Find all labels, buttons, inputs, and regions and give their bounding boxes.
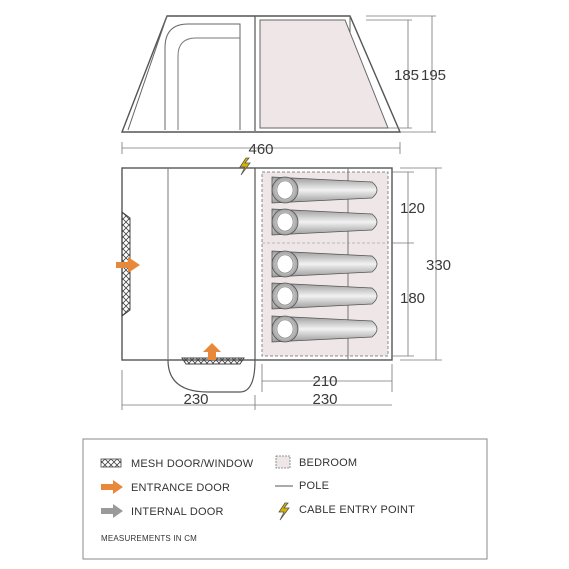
legend-cable-label: CABLE ENTRY POINT	[299, 504, 415, 516]
legend-note: MEASUREMENTS IN CM	[101, 534, 197, 543]
sleeping-bag	[271, 315, 378, 343]
width-dimensions	[392, 167, 442, 361]
sleeping-bag	[271, 208, 378, 236]
bedroom-side-panel	[259, 19, 389, 129]
cable-legend-icon	[278, 502, 290, 521]
side-door-outline	[164, 23, 241, 130]
side-elevation	[120, 15, 402, 133]
legend: MESH DOOR/WINDOW ENTRANCE DOOR INTERNAL …	[82, 438, 488, 560]
total-width-label: 330	[426, 257, 451, 274]
bedroom-bottom-width-label: 180	[400, 290, 425, 307]
bottom-dimensions	[121, 364, 393, 410]
legend-bedroom-label: BEDROOM	[299, 457, 357, 469]
legend-pole-label: POLE	[299, 480, 329, 492]
cable-entry-icon	[239, 157, 251, 176]
length-dimension	[121, 142, 401, 154]
sleeping-bags	[271, 176, 378, 343]
sleeping-bag	[271, 282, 378, 310]
total-length-label: 460	[248, 141, 273, 158]
bedroom-legend-icon	[275, 455, 291, 469]
right-section-label: 230	[312, 391, 337, 408]
height-dimensions	[366, 15, 436, 133]
door-extension	[167, 359, 256, 393]
outer-height-label: 195	[421, 67, 446, 84]
inner-height-label: 185	[394, 67, 419, 84]
bedroom-depth-label: 210	[312, 373, 337, 390]
entrance-legend-icon	[101, 480, 123, 494]
legend-internal-label: INTERNAL DOOR	[131, 506, 224, 518]
sleeping-bag	[271, 250, 378, 278]
end-panel-line	[127, 15, 168, 131]
left-section-label: 230	[183, 391, 208, 408]
entrance-door-arrow-side	[116, 257, 140, 273]
bedroom-top-width-label: 120	[400, 200, 425, 217]
legend-entrance-label: ENTRANCE DOOR	[131, 482, 230, 494]
mesh-door	[181, 357, 245, 365]
mesh-legend-icon	[100, 458, 122, 468]
legend-mesh-label: MESH DOOR/WINDOW	[131, 458, 254, 470]
entrance-door-arrow-front	[203, 343, 221, 360]
door-inner-line	[177, 37, 240, 130]
internal-door-legend-icon	[101, 504, 123, 518]
sleeping-bag	[271, 176, 378, 204]
